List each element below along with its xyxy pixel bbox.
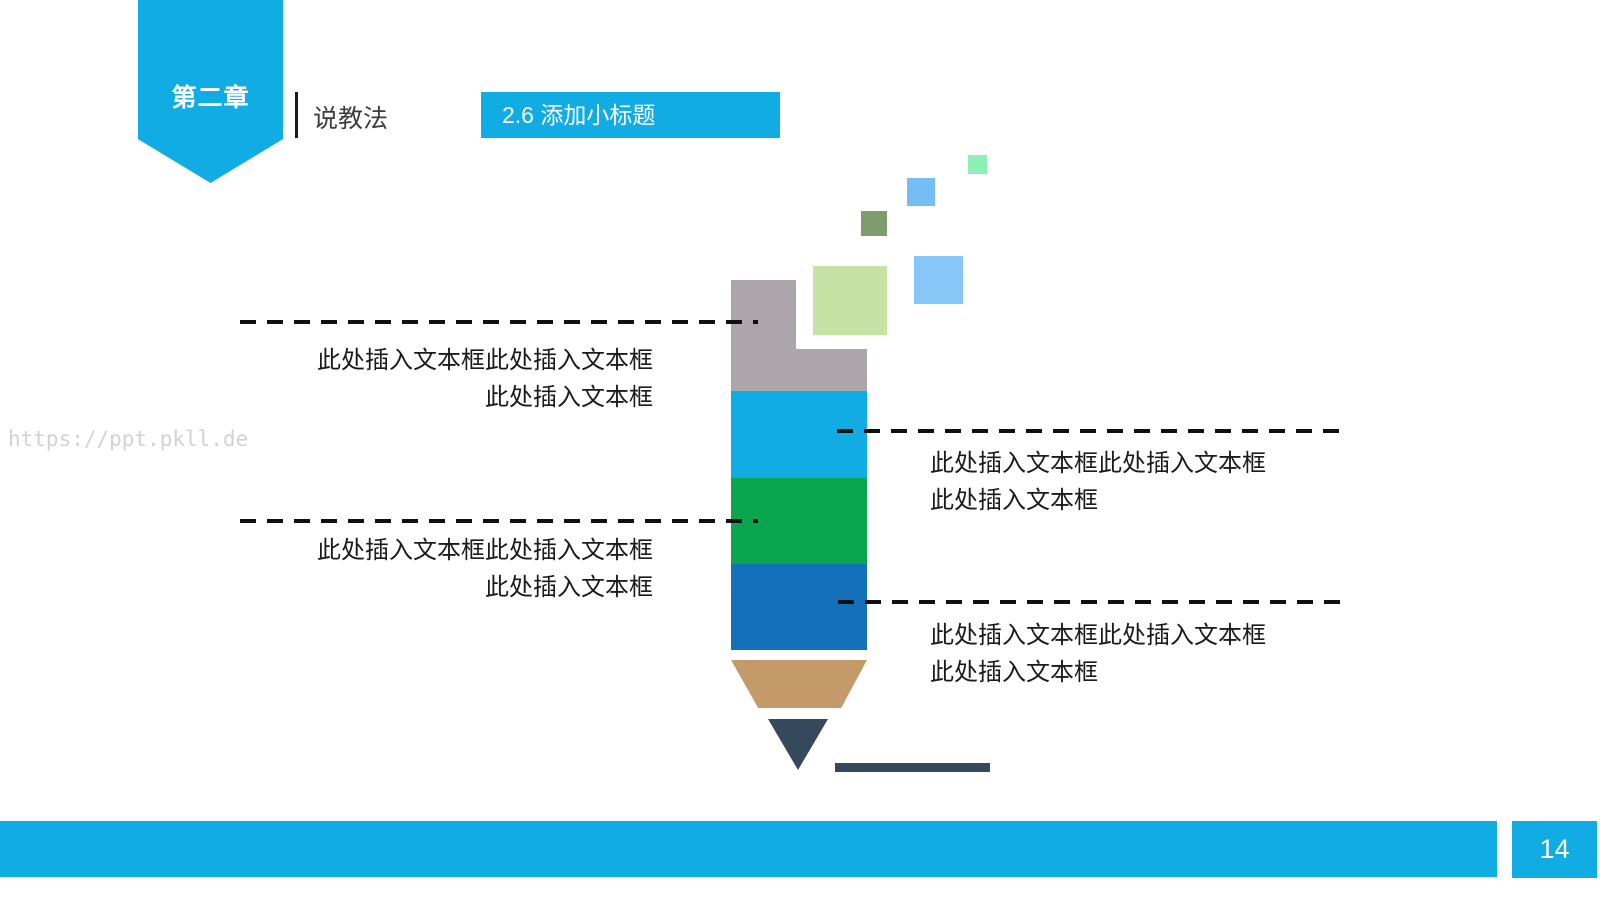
callout-text-line: 此处插入文本框此处插入文本框 (930, 622, 1266, 649)
decor-square-olive (861, 211, 887, 236)
leader-dash-bottom-right (838, 600, 1345, 604)
page-number-badge: 14 (1512, 821, 1597, 878)
callout-text-line: 此处插入文本框此处插入文本框 (317, 537, 653, 564)
callout-text-line: 此处插入文本框此处插入文本框 (317, 347, 653, 374)
decor-square-sky-small (907, 178, 935, 206)
callout-bottom-left: 此处插入文本框此处插入文本框 此处插入文本框 (240, 532, 653, 606)
pencil-segment-cyan (731, 391, 867, 478)
pencil-segment-blue (731, 564, 867, 650)
decor-square-light-green (813, 266, 887, 335)
decor-square-mint (968, 155, 987, 174)
pencil-point-triangle (768, 719, 828, 770)
callout-text-line: 此处插入文本框 (485, 574, 653, 601)
slide-subtitle-bar: 2.6 添加小标题 (481, 92, 780, 138)
watermark-url: https://ppt.pkll.de (8, 427, 249, 451)
callout-text-line: 此处插入文本框 (930, 659, 1098, 686)
callout-text-line: 此处插入文本框此处插入文本框 (930, 450, 1266, 477)
leader-dash-middle-right (837, 429, 1345, 433)
callout-bottom-right: 此处插入文本框此处插入文本框 此处插入文本框 (930, 617, 1266, 691)
chapter-ribbon: 第二章 (138, 0, 283, 183)
section-label: 说教法 (313, 105, 389, 133)
leader-dash-top-left (240, 320, 758, 324)
callout-middle-right: 此处插入文本框此处插入文本框 此处插入文本框 (930, 445, 1266, 519)
pencil-eraser-band (731, 349, 867, 391)
callout-top-left: 此处插入文本框此处插入文本框 此处插入文本框 (240, 342, 653, 416)
pencil-eraser-top (731, 280, 796, 349)
footer-bar (0, 821, 1497, 877)
pencil-wood-tip (731, 660, 867, 708)
chapter-badge-label: 第二章 (171, 84, 250, 112)
leader-dash-bottom-left (240, 519, 758, 523)
callout-text-line: 此处插入文本框 (485, 384, 653, 411)
decor-square-sky-large (914, 256, 963, 304)
pencil-underline-bar (835, 763, 990, 772)
callout-text-line: 此处插入文本框 (930, 487, 1098, 514)
header-divider (295, 92, 298, 138)
